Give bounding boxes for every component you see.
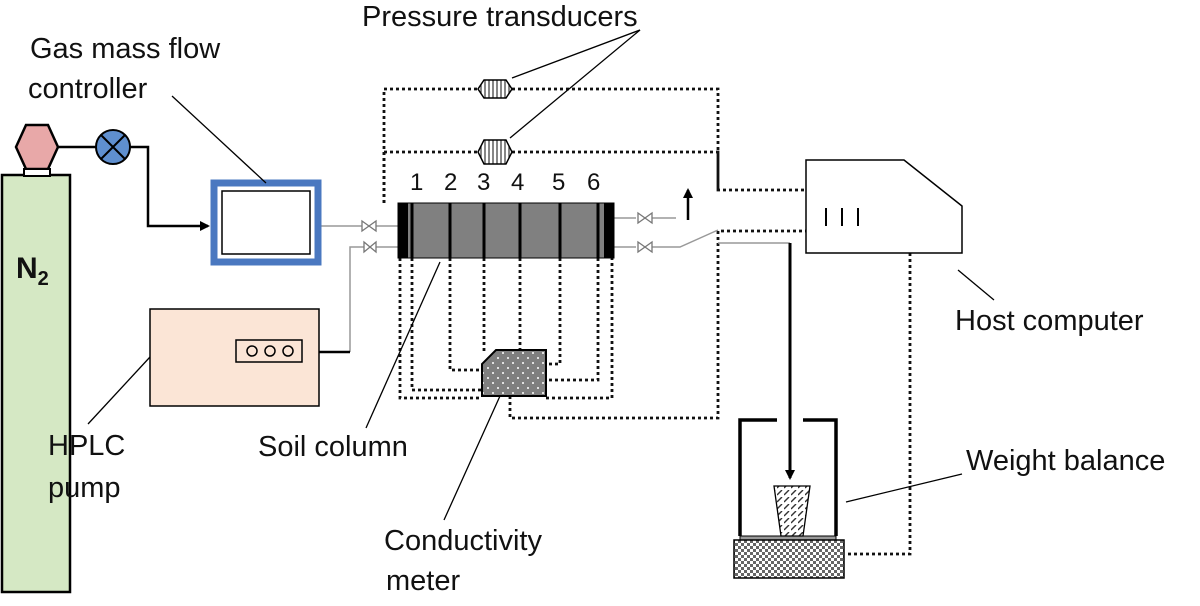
gas-line-to-controller <box>130 145 210 231</box>
n2-cylinder: N2 <box>0 123 72 594</box>
balance-to-computer-line <box>848 250 912 556</box>
gas-mfc-label-line2: controller <box>28 73 148 105</box>
hplc-pump <box>149 308 320 407</box>
host-computer-label: Host computer <box>955 305 1144 337</box>
gas-mfc-label-line1: Gas mass flow <box>30 33 221 65</box>
inlet-valve-top[interactable] <box>361 219 377 233</box>
process-lines <box>318 217 790 352</box>
soil-column-leader <box>365 261 441 429</box>
cylinder-cap-icon <box>14 123 60 171</box>
electrode6-wire <box>546 258 600 382</box>
pump-button-2[interactable] <box>264 345 276 357</box>
pt2-signal-line <box>384 150 720 190</box>
electrode-outer-wire <box>398 258 614 400</box>
balance-base <box>733 539 845 579</box>
electrode2-wire <box>448 258 482 372</box>
port-label-4: 4 <box>511 169 524 196</box>
pressure-transducer-2 <box>477 139 513 165</box>
balance-enclosure <box>738 418 838 536</box>
inlet-valve-bottom[interactable] <box>363 240 377 254</box>
electrode5-wire <box>546 258 562 366</box>
conductivity-label-line2: meter <box>386 565 460 597</box>
port-label-3: 3 <box>477 169 490 196</box>
column-right-cap <box>604 203 614 258</box>
pump-display <box>235 339 303 363</box>
signal-lines <box>382 87 912 556</box>
pt-leader-1 <box>511 29 641 79</box>
pump-button-1[interactable] <box>246 345 258 357</box>
conductivity-to-computer-line <box>508 229 806 420</box>
outlet-valve-top[interactable] <box>637 211 653 225</box>
soil-column-label: Soil column <box>258 431 408 463</box>
n2-label: N2 <box>16 252 49 290</box>
weight-balance <box>733 418 845 579</box>
weight-balance-label: Weight balance <box>966 445 1165 477</box>
conductivity-leader <box>443 395 501 521</box>
pt-leader-2 <box>509 29 641 139</box>
pressure-transducer-1 <box>477 79 513 99</box>
weight-balance-leader <box>845 473 963 503</box>
gas-mfc-leader <box>171 95 267 184</box>
collection-beaker <box>773 485 811 537</box>
hplc-label-line2: pump <box>48 472 121 504</box>
host-computer <box>805 159 963 254</box>
gas-mass-flow-controller <box>210 179 322 266</box>
pump-button-3[interactable] <box>282 345 294 357</box>
conductivity-label-line1: Conductivity <box>384 525 542 557</box>
outlet-valve-bottom[interactable] <box>637 240 653 254</box>
soil-column <box>397 202 615 259</box>
port-label-2: 2 <box>444 169 457 196</box>
column-left-cap <box>398 203 408 258</box>
host-computer-leader <box>957 269 995 301</box>
hplc-leader <box>87 356 151 425</box>
port-label-1: 1 <box>410 169 423 196</box>
port-label-5: 5 <box>552 169 565 196</box>
port-label-6: 6 <box>587 169 600 196</box>
hplc-label-line1: HPLC <box>48 430 125 462</box>
conductivity-meter <box>481 349 547 397</box>
regulator-valve-icon[interactable] <box>95 129 131 165</box>
pressure-transducers-label: Pressure transducers <box>362 1 638 33</box>
electrode1-wire <box>410 258 482 392</box>
